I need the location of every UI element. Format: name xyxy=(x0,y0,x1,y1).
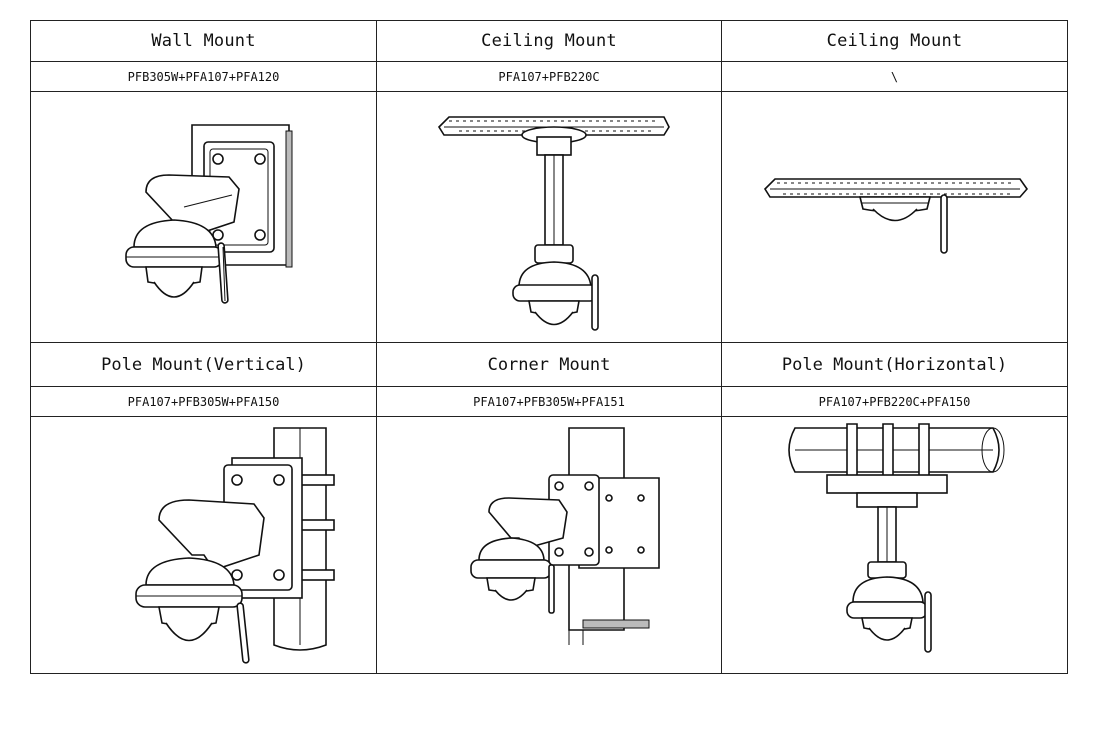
model-code-pole-vertical: PFA107+PFB305W+PFA150 xyxy=(30,386,377,417)
ceiling-pendant-illustration-cell xyxy=(376,91,722,343)
mount-title-ceiling-direct: Ceiling Mount xyxy=(721,20,1068,62)
corner-illustration-cell xyxy=(376,416,722,674)
wall-mount-illustration xyxy=(124,124,292,304)
mount-title-wall: Wall Mount xyxy=(30,20,377,62)
mount-title-corner: Corner Mount xyxy=(376,342,722,387)
wall-mount-illustration-cell xyxy=(30,91,377,343)
ceiling-direct-illustration-cell xyxy=(721,91,1068,343)
ceiling-pendant-illustration xyxy=(437,116,670,331)
mounting-options-table: Wall Mount Ceiling Mount Ceiling Mount P… xyxy=(30,20,1068,674)
pole-horizontal-illustration-cell xyxy=(721,416,1068,674)
mount-title-ceiling-pendant: Ceiling Mount xyxy=(376,20,722,62)
model-code-wall: PFB305W+PFA107+PFA120 xyxy=(30,61,377,92)
pole-vertical-illustration xyxy=(134,427,335,664)
mount-title-pole-vertical: Pole Mount(Vertical) xyxy=(30,342,377,387)
pole-horizontal-illustration xyxy=(787,423,1004,653)
ceiling-direct-illustration xyxy=(763,178,1028,254)
corner-illustration xyxy=(470,427,660,645)
pole-vertical-illustration-cell xyxy=(30,416,377,674)
model-code-ceiling-direct: \ xyxy=(721,61,1068,92)
model-code-pole-horizontal: PFA107+PFB220C+PFA150 xyxy=(721,386,1068,417)
mount-title-pole-horizontal: Pole Mount(Horizontal) xyxy=(721,342,1068,387)
model-code-ceiling-pendant: PFA107+PFB220C xyxy=(376,61,722,92)
model-code-corner: PFA107+PFB305W+PFA151 xyxy=(376,386,722,417)
